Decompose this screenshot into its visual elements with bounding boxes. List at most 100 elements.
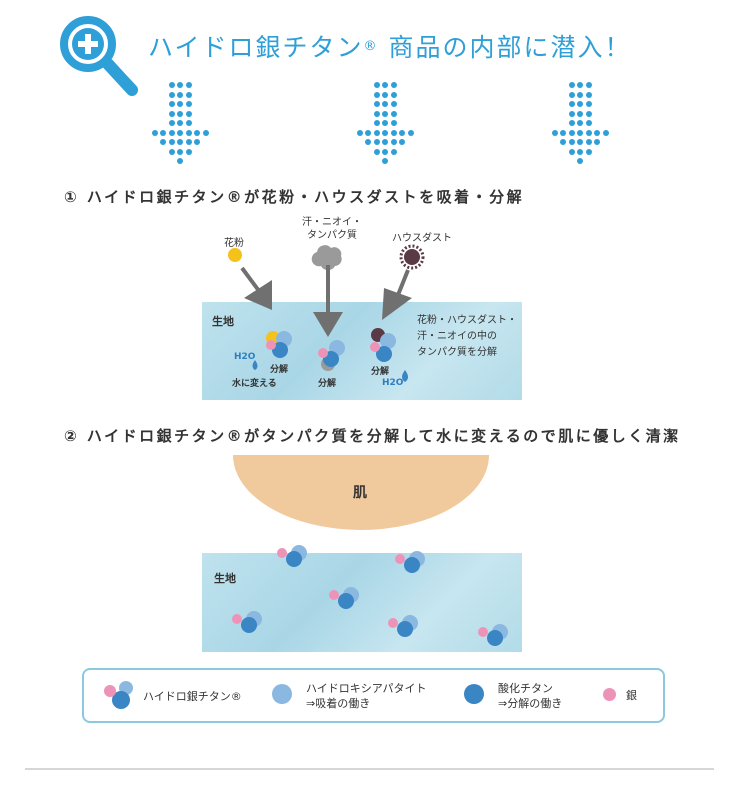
arrow-dot	[185, 101, 192, 107]
arrow-dot	[390, 120, 397, 126]
particle-dot	[395, 554, 405, 564]
arrow-dot	[382, 148, 388, 155]
particle-dot	[277, 548, 287, 558]
particle-dot	[388, 618, 398, 628]
arrow-dot	[577, 120, 583, 126]
arrow-dot	[585, 91, 592, 98]
pollen-label: 花粉	[224, 238, 244, 249]
arrow-dot	[177, 120, 183, 126]
arrow-dot	[160, 139, 166, 145]
arrow-dot	[382, 158, 388, 164]
arrow-dot	[585, 120, 592, 126]
legend-hydroxyapatite: ハイドロキシアパタイト⇒吸着の働き	[306, 682, 427, 710]
arrow-dot	[373, 120, 380, 126]
arrow-dot	[382, 101, 388, 107]
arrow-dot	[568, 101, 575, 107]
dust-label: ハウスダスト	[392, 233, 452, 244]
arrow-dot	[577, 158, 583, 164]
particle-dot	[404, 557, 420, 573]
legend-box	[82, 668, 665, 723]
particle-dot	[286, 551, 302, 567]
arrow-dot	[407, 129, 414, 136]
arrow-dot	[168, 110, 175, 117]
particle-dot	[338, 593, 354, 609]
arrow-dot	[168, 101, 175, 107]
arrow-dot	[373, 91, 380, 98]
particle-dot	[397, 621, 413, 637]
arrow-dot	[585, 82, 592, 88]
arrow-dot	[382, 139, 388, 145]
particle-dot	[478, 627, 488, 637]
arrow-dot	[560, 139, 566, 145]
arrow-dot	[399, 139, 405, 145]
particle-dot	[232, 614, 242, 624]
arrow-dot	[185, 129, 192, 136]
arrow-dot	[568, 139, 575, 145]
arrow-dot	[568, 148, 575, 155]
arrow-dot	[577, 91, 583, 98]
arrow-dot	[194, 129, 200, 136]
arrow-dot	[365, 129, 371, 136]
arrow-dot	[568, 91, 575, 98]
arrow-dot	[373, 101, 380, 107]
h2o-label: H2O	[234, 352, 256, 362]
arrow-dot	[177, 101, 183, 107]
arrow-dot	[382, 110, 388, 117]
arrow-dot	[177, 158, 183, 164]
arrow-dot	[577, 129, 583, 136]
arrow-dot	[382, 82, 388, 88]
arrow-dot	[577, 110, 583, 117]
arrow-dot	[585, 101, 592, 107]
arrow-dot	[390, 139, 397, 145]
arrows	[240, 265, 412, 337]
arrow-dot	[185, 120, 192, 126]
arrow-dot	[185, 148, 192, 155]
fabric-panel-1	[202, 302, 522, 400]
arrow-dot	[185, 91, 192, 98]
arrow-dot	[382, 120, 388, 126]
particle-dot	[329, 590, 339, 600]
hydroxyapatite-icon	[272, 684, 292, 704]
arrow-dot	[151, 129, 158, 136]
arrow-dot	[551, 129, 558, 136]
arrow-dot	[577, 82, 583, 88]
arrow-dot	[177, 148, 183, 155]
arrow-dot	[399, 129, 405, 136]
particles-diagram	[228, 244, 425, 382]
arrow-dot	[373, 129, 380, 136]
to-water-label: 水に変える	[232, 379, 277, 389]
titanium-oxide-icon	[464, 684, 484, 704]
legend-titanium-oxide: 酸化チタン⇒分解の働き	[498, 682, 563, 710]
magnifier-plus-icon	[60, 16, 138, 96]
arrow-dot	[585, 148, 592, 155]
decompose-label: 分解	[371, 367, 390, 377]
arrow-dot	[585, 129, 592, 136]
arrow-dot	[594, 139, 600, 145]
arrow-dot	[373, 110, 380, 117]
arrow-dot	[168, 148, 175, 155]
arrow-dot	[177, 139, 183, 145]
arrow-dot	[177, 110, 183, 117]
legend-hydro-silver-titanium: ハイドロ銀チタン®	[143, 690, 242, 703]
arrow-dot	[585, 139, 592, 145]
arrow-dot	[382, 91, 388, 98]
arrow-dot	[390, 129, 397, 136]
arrow-dot	[390, 148, 397, 155]
h2o-label: H2O	[382, 378, 404, 388]
silver-icon	[603, 688, 616, 701]
fabric-label-1: 生地	[212, 315, 234, 328]
arrow-dot	[185, 82, 192, 88]
arrow-dot	[568, 82, 575, 88]
arrow-dot	[594, 129, 600, 136]
arrow-dot	[382, 129, 388, 136]
arrow-dot	[568, 129, 575, 136]
decompose-label: 分解	[270, 365, 289, 375]
arrow-dot	[168, 91, 175, 98]
page-title: ハイドロ銀チタン® 商品の内部に潜入！	[148, 33, 632, 62]
arrow-dot	[560, 129, 566, 136]
decompose-label: 分解	[318, 379, 337, 389]
section1-heading: ① ハイドロ銀チタン®が花粉・ハウスダストを吸着・分解	[64, 188, 525, 206]
hydro-silver-titanium-icon	[104, 681, 133, 709]
particle-dot	[487, 630, 503, 646]
particle-dot	[241, 617, 257, 633]
